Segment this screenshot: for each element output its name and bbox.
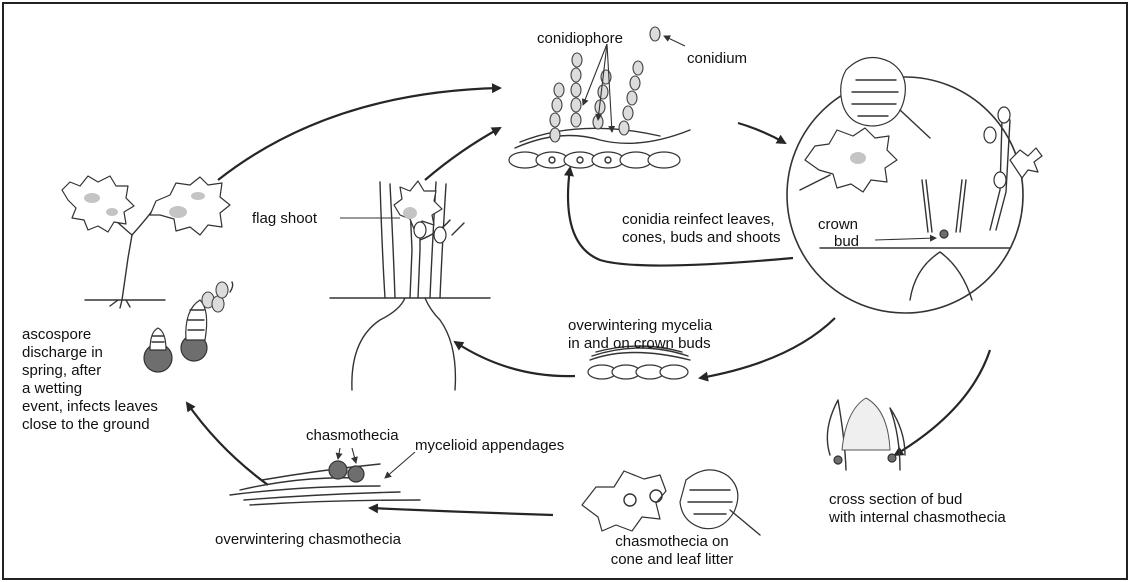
seedling-leaf-left (62, 176, 134, 232)
label-reinfect-1: conidia reinfect leaves, (622, 211, 775, 228)
label-mycelia-1: overwintering mycelia (568, 317, 713, 334)
label-chasmothecia-on-cone-1: chasmothecia on (615, 533, 728, 550)
label-ascospore-3: spring, after (22, 362, 101, 379)
crown-bud-inset (787, 58, 1042, 314)
ascospore-illustration (144, 282, 233, 372)
label-chasmothecia-on-cone-2: cone and leaf litter (611, 551, 734, 568)
arrow-conidiophore-to-circle (738, 123, 785, 143)
arrow-chasmothecia-to-ascospore (187, 403, 268, 485)
conidium-spore (650, 27, 660, 41)
label-bud: bud (834, 233, 859, 250)
cross-section-illustration (827, 398, 905, 470)
label-ascospore-2: discharge in (22, 344, 103, 361)
arrow-flagshoot-to-conidiophore (425, 128, 500, 180)
label-cross-section-2: with internal chasmothecia (828, 509, 1006, 526)
arrow-circle-to-cross-section (895, 350, 990, 455)
label-crown: crown (818, 216, 858, 233)
label-ascospore-1: ascospore (22, 326, 91, 343)
label-conidium: conidium (687, 50, 747, 67)
label-ascospore-4: a wetting (22, 380, 82, 397)
flag-shoot-illustration (330, 181, 490, 390)
cone-leaf-litter-illustration (582, 470, 760, 535)
label-ascospore-6: close to the ground (22, 416, 150, 433)
label-mycelia-2: in and on crown buds (568, 335, 711, 352)
arrow-mycelia-to-flagshoot (455, 342, 575, 376)
label-cross-section-1: cross section of bud (829, 491, 962, 508)
arrow-circle-to-mycelia (700, 318, 835, 378)
label-ascospore-5: event, infects leaves (22, 398, 158, 415)
arrow-cone-to-chasmothecia (370, 508, 553, 515)
conidiophore-illustration (509, 27, 690, 168)
seedling-illustration (62, 176, 230, 308)
label-reinfect-2: cones, buds and shoots (622, 229, 780, 246)
label-conidiophore: conidiophore (537, 30, 623, 47)
label-mycelioid-appendages: mycelioid appendages (415, 437, 564, 454)
label-overwintering-chasmothecia: overwintering chasmothecia (215, 531, 402, 548)
label-flag-shoot: flag shoot (252, 210, 318, 227)
label-chasmothecia: chasmothecia (306, 427, 399, 444)
arrow-seedling-to-conidiophore (218, 88, 500, 180)
seedling-leaf-right (150, 177, 230, 235)
